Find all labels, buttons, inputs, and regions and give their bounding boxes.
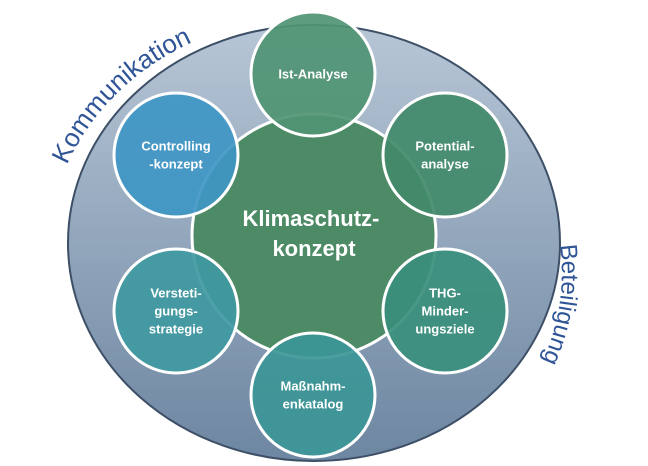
- node-label-line: Potential-: [415, 139, 474, 154]
- node-circle-ist-analyse: [249, 10, 377, 138]
- node-thg-minderungsziele: THG- Minder-ungsziele: [381, 247, 509, 375]
- node-verstetigungsstrategie: Versteti-gungs-strategie: [112, 247, 240, 375]
- node-circle-massnahmenkatalog: [249, 331, 377, 459]
- node-circle-thg-minderungsziele: [381, 247, 509, 375]
- node-label-line: THG-: [429, 286, 461, 301]
- node-label-potentialanalyse: Potential-analyse: [415, 139, 474, 172]
- node-label-controllingkonzept: Controlling -konzept: [141, 139, 210, 172]
- node-label-line: strategie: [149, 322, 203, 337]
- node-massnahmenkatalog: Maßnahm-enkatalog: [249, 331, 377, 459]
- node-label-line: Versteti-: [150, 286, 201, 301]
- center-label: Klimaschutz- konzept: [242, 206, 385, 261]
- node-label-massnahmenkatalog: Maßnahm-enkatalog: [281, 379, 346, 412]
- node-label-line: Maßnahm-: [281, 379, 346, 394]
- node-circle-potentialanalyse: [381, 91, 509, 219]
- node-label-verstetigungsstrategie: Versteti-gungs-strategie: [149, 286, 203, 337]
- node-label-line: Controlling: [141, 139, 210, 154]
- node-circle-controllingkonzept: [112, 91, 240, 219]
- node-label-line: Minder-: [422, 304, 469, 319]
- node-ist-analyse: Ist-Analyse: [249, 10, 377, 138]
- node-label-line: ungsziele: [415, 322, 474, 337]
- node-label-ist-analyse: Ist-Analyse: [278, 67, 347, 82]
- node-label-thg-minderungsziele: THG- Minder-ungsziele: [415, 286, 474, 337]
- node-controllingkonzept: Controlling -konzept: [112, 91, 240, 219]
- node-label-line: gungs-: [154, 304, 197, 319]
- center-label-line-1: Klimaschutz-: [242, 206, 379, 231]
- node-label-line: enkatalog: [283, 397, 344, 412]
- node-label-line: -konzept: [149, 157, 203, 172]
- node-potentialanalyse: Potential-analyse: [381, 91, 509, 219]
- node-label-line: analyse: [421, 157, 469, 172]
- center-label-line-2: konzept: [272, 236, 356, 261]
- node-circle-verstetigungsstrategie: [112, 247, 240, 375]
- node-label-line: Ist-Analyse: [278, 67, 347, 82]
